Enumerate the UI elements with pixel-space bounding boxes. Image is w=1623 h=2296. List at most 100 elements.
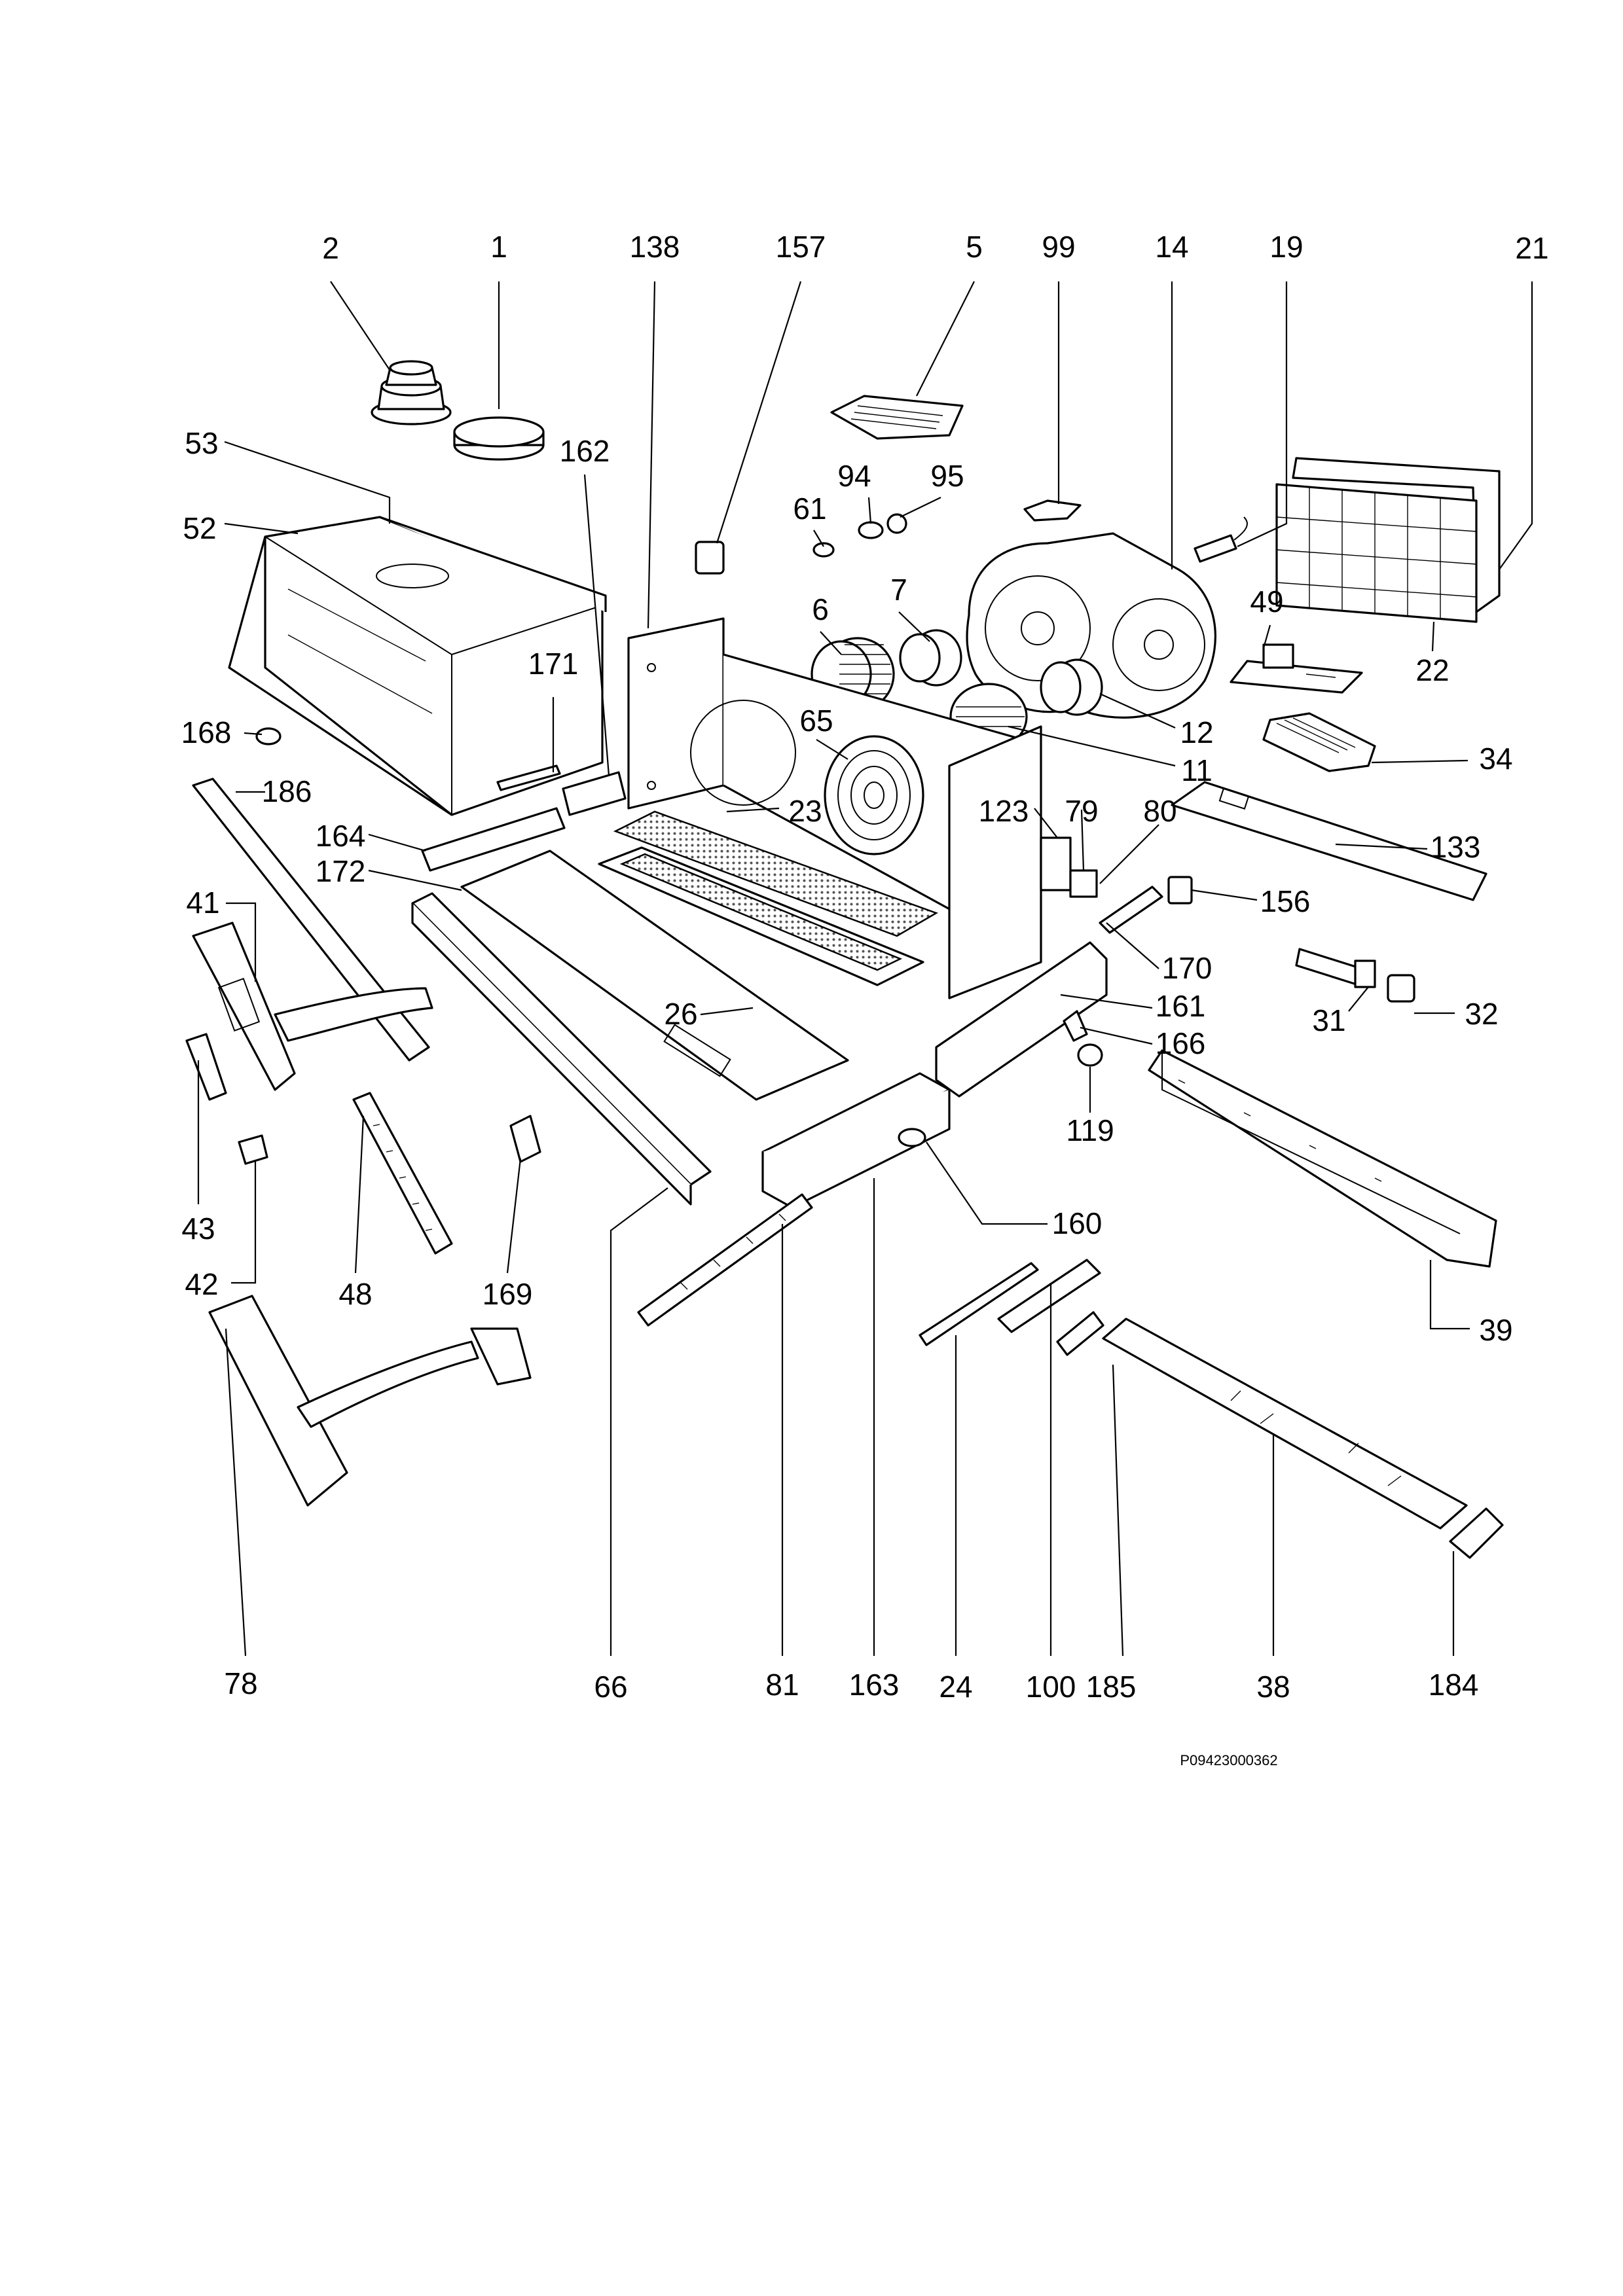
part-5-vent-cover — [830, 395, 964, 440]
part-157-clip — [695, 541, 725, 575]
callout-171: 171 — [528, 647, 579, 681]
callout-100: 100 — [1026, 1670, 1076, 1704]
callout-169: 169 — [483, 1277, 533, 1311]
part-14-motor-housing — [966, 532, 1216, 719]
part-52-upper-cover — [228, 516, 607, 816]
callout-184: 184 — [1429, 1668, 1479, 1702]
part-19-sensor — [1194, 516, 1248, 563]
callout-12: 12 — [1180, 715, 1213, 749]
callout-138: 138 — [630, 230, 680, 264]
part-48-bracket — [352, 1092, 453, 1255]
callout-186: 186 — [262, 774, 312, 808]
callout-2: 2 — [322, 231, 339, 265]
callout-53: 53 — [185, 426, 218, 460]
part-161-channel — [935, 941, 1108, 1098]
callout-133: 133 — [1431, 830, 1481, 864]
part-31-connector — [1295, 948, 1376, 988]
part-12-motor — [1040, 658, 1103, 716]
callout-41: 41 — [186, 886, 219, 920]
callout-170: 170 — [1162, 951, 1213, 985]
callout-21: 21 — [1515, 231, 1548, 265]
callout-123: 123 — [979, 794, 1029, 828]
callout-156: 156 — [1260, 884, 1311, 918]
callout-39: 39 — [1479, 1313, 1512, 1347]
callout-66: 66 — [594, 1670, 627, 1704]
part-171-trim — [496, 764, 561, 791]
callout-5: 5 — [966, 230, 983, 264]
callout-19: 19 — [1269, 230, 1303, 264]
part-119-bushing — [1077, 1043, 1103, 1067]
part-39-trough — [1148, 1049, 1497, 1268]
part-185-clip — [1056, 1311, 1104, 1356]
callout-185: 185 — [1086, 1670, 1137, 1704]
part-65-fan-grille — [824, 735, 924, 855]
callout-163: 163 — [849, 1668, 900, 1702]
part-78-large-handle — [208, 1295, 532, 1507]
part-186-rail — [192, 778, 430, 1062]
part-81-slide-rail — [637, 1193, 813, 1327]
callout-49: 49 — [1250, 584, 1283, 619]
part-43-clip — [185, 1033, 227, 1101]
callout-161: 161 — [1156, 989, 1206, 1023]
part-79-switch — [1069, 869, 1098, 898]
callout-labels: 2 1 138 157 5 99 14 19 21 53 162 94 95 6… — [181, 230, 1549, 1768]
callout-172: 172 — [316, 854, 366, 888]
part-164-trim — [421, 807, 566, 872]
part-2-duct-collar — [371, 360, 452, 425]
callout-23: 23 — [788, 794, 822, 828]
callout-79: 79 — [1065, 794, 1098, 828]
callout-14: 14 — [1155, 230, 1188, 264]
callout-78: 78 — [224, 1666, 257, 1700]
leader-lines — [197, 281, 1533, 1657]
callout-7: 7 — [890, 573, 907, 607]
callout-95: 95 — [930, 459, 964, 493]
callout-6: 6 — [812, 592, 829, 626]
part-23-mesh-filter — [613, 810, 938, 937]
part-133-bracket — [1171, 781, 1487, 901]
callout-166: 166 — [1156, 1026, 1206, 1060]
part-94-bushing — [858, 521, 884, 539]
callout-22: 22 — [1415, 653, 1449, 687]
part-123-switch — [1040, 836, 1072, 891]
callout-94: 94 — [837, 459, 871, 493]
part-169-clip — [509, 1115, 541, 1163]
callout-1: 1 — [490, 230, 507, 264]
callout-160: 160 — [1052, 1206, 1103, 1240]
callout-168: 168 — [181, 715, 232, 749]
callout-65: 65 — [799, 704, 833, 738]
part-99-plate — [1023, 499, 1082, 522]
callout-119: 119 — [1066, 1113, 1114, 1147]
callout-42: 42 — [185, 1267, 218, 1301]
part-34-heat-sink — [1262, 712, 1376, 772]
part-49-circuit-board — [1230, 643, 1363, 694]
part-1-round-cap — [453, 416, 545, 461]
callout-157: 157 — [776, 230, 826, 264]
callout-52: 52 — [183, 511, 216, 545]
part-172-bottom-panel — [460, 850, 849, 1101]
part-21-filter-frame — [1275, 457, 1501, 623]
callout-43: 43 — [181, 1211, 215, 1246]
part-41-handle — [192, 922, 433, 1091]
callout-26: 26 — [664, 997, 697, 1031]
callout-38: 38 — [1256, 1670, 1290, 1704]
part-168-clip — [255, 727, 282, 745]
part-32-cap — [1387, 974, 1415, 1003]
part-66-long-profile — [411, 892, 712, 1206]
part-156-clip — [1167, 876, 1193, 905]
part-7-fan-hub — [899, 629, 962, 687]
callout-34: 34 — [1479, 742, 1512, 776]
part-162-trim — [562, 771, 627, 816]
part-61-washer — [812, 542, 835, 558]
part-100-bracket — [997, 1259, 1101, 1333]
callout-61: 61 — [793, 492, 826, 526]
callout-31: 31 — [1312, 1003, 1345, 1037]
callout-48: 48 — [338, 1277, 372, 1311]
drawing-code: P09423000362 — [1180, 1752, 1277, 1768]
callout-164: 164 — [316, 819, 366, 853]
part-38-glass-panel — [1102, 1318, 1468, 1530]
part-24-strip — [919, 1262, 1039, 1346]
callout-24: 24 — [939, 1670, 972, 1704]
callout-80: 80 — [1143, 794, 1176, 828]
part-166-clip — [1063, 1010, 1088, 1042]
